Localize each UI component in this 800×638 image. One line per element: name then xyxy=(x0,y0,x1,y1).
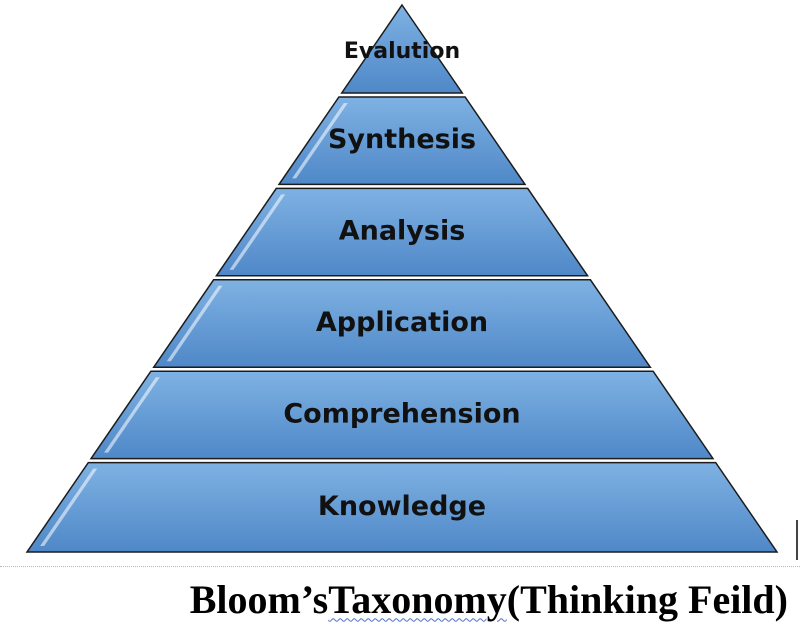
tier-label-application: Application xyxy=(316,307,488,338)
tier-highlight-application xyxy=(166,285,223,362)
tier-label-comprehension: Comprehension xyxy=(283,398,520,429)
caption-prefix: Bloom’s xyxy=(189,576,329,622)
tier-evalution xyxy=(340,3,464,94)
tier-highlight-knowledge xyxy=(40,468,98,546)
caption-misspelled-word: Taxonomy xyxy=(328,576,507,622)
tier-comprehension xyxy=(89,370,715,460)
pyramid-tiers: EvalutionSynthesisAnalysisApplicationCom… xyxy=(25,3,779,553)
edge-mark xyxy=(796,520,798,560)
tier-knowledge xyxy=(25,461,779,553)
caption-suffix: (Thinking Feild) xyxy=(506,576,788,622)
tier-highlight-comprehension xyxy=(104,377,160,453)
tier-application xyxy=(152,279,652,368)
diagram-caption: Bloom’s Taxonomy(Thinking Feild) xyxy=(0,568,800,630)
tier-label-evalution: Evalution xyxy=(344,39,460,64)
pyramid-diagram: EvalutionSynthesisAnalysisApplicationCom… xyxy=(25,3,779,553)
tier-label-knowledge: Knowledge xyxy=(318,491,486,522)
tier-highlight-synthesis xyxy=(292,103,348,179)
tier-synthesis xyxy=(277,96,527,186)
tier-highlight-analysis xyxy=(229,194,286,270)
caption-divider xyxy=(0,566,800,567)
tier-label-analysis: Analysis xyxy=(339,216,466,247)
tier-analysis xyxy=(214,187,590,277)
tier-label-synthesis: Synthesis xyxy=(328,124,476,155)
